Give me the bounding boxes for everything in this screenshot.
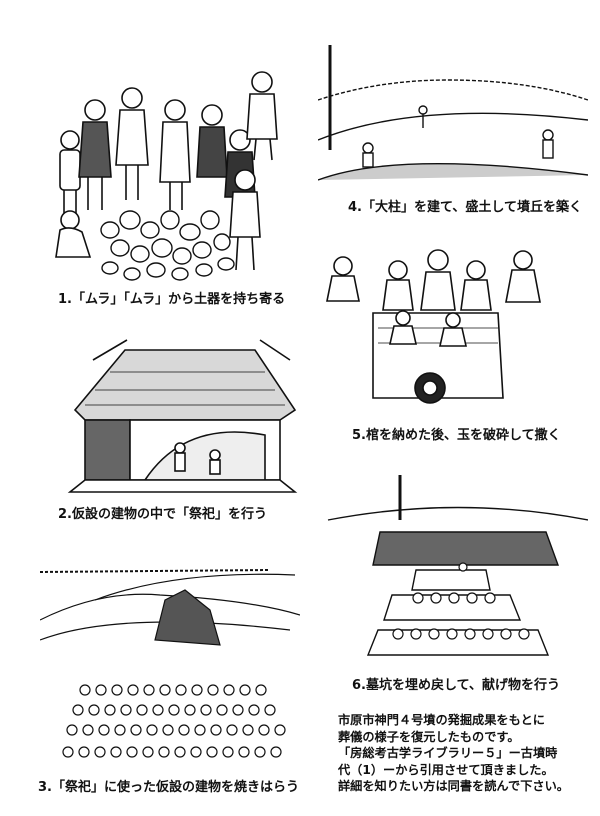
person-figure <box>59 130 81 215</box>
illustration-offerings <box>318 470 588 670</box>
person-figure <box>439 312 467 347</box>
person-figure <box>389 310 417 345</box>
panel-caption: 4.「大柱」を建て、盛土して墳丘を築く <box>348 200 582 215</box>
person-figure <box>420 249 456 311</box>
panel-caption: 1.「ムラ」「ムラ」から土器を持ち寄る <box>58 292 286 307</box>
person-figure <box>196 104 228 178</box>
note-line: 詳細を知りたい方は同書を読んで下さい。 <box>338 779 569 793</box>
person-figure <box>382 260 414 311</box>
seated-people <box>392 562 530 640</box>
panel-caption: 5.棺を納めた後、玉を破砕して撒く <box>352 428 561 443</box>
person-figure <box>115 87 149 200</box>
panel-caption: 6.墓坑を埋め戻して、献げ物を行う <box>352 678 560 693</box>
crowd-of-mourners <box>62 684 286 758</box>
person-figure <box>246 71 278 161</box>
panel-caption: 3.「祭祀」に使った仮設の建物を焼きはらう <box>38 780 299 795</box>
illustration-temporary-building <box>55 330 305 500</box>
illustration-building-burning <box>40 560 300 770</box>
person-figure <box>326 256 360 302</box>
pottery-group <box>100 210 235 281</box>
illustration-pillar-mound <box>318 40 588 190</box>
illustration-coffin-burial <box>318 248 588 418</box>
person-figure <box>505 250 541 303</box>
person-figure <box>229 169 261 271</box>
source-note: 市原市神門４号墳の発掘成果をもとに 葬儀の様子を復元したものです。 「房総考古学… <box>338 712 594 795</box>
note-line: 代（1）ーから引用させて頂きました。 <box>338 762 554 777</box>
panel-caption: 2.仮設の建物の中で「祭祀」を行う <box>58 507 267 522</box>
note-line: 「房総考古学ライブラリー５」ー古墳時 <box>338 746 558 760</box>
note-line: 市原市神門４号墳の発掘成果をもとに <box>338 713 545 727</box>
person-figure <box>78 99 112 210</box>
person-figure <box>55 210 92 258</box>
person-figure <box>159 99 191 210</box>
person-figure <box>460 260 492 311</box>
note-line: 葬儀の様子を復元したものです。 <box>338 729 520 744</box>
illustration-pottery-gathering <box>40 70 290 285</box>
